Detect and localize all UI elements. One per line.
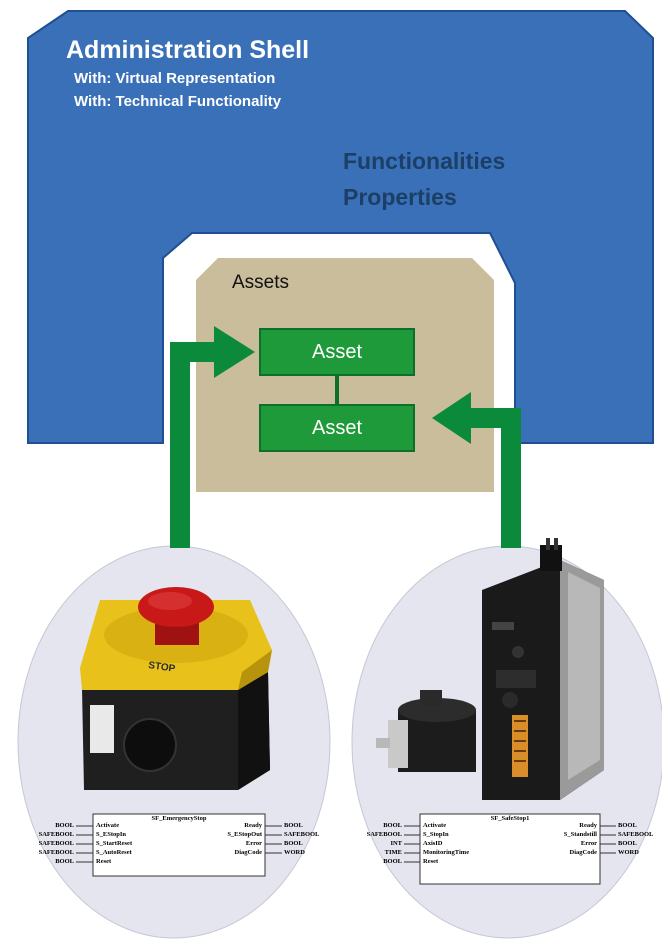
fb-right-in-type: BOOL <box>383 858 402 865</box>
fb-left-out-name: Error <box>245 840 262 847</box>
fb-right-in-name: Activate <box>423 822 447 829</box>
left-arrow <box>170 326 255 548</box>
fb-right-out-name: DiagCode <box>569 849 597 856</box>
fb-left-out-name: DiagCode <box>234 849 262 856</box>
fb-left-in-name: S_StartReset <box>96 840 133 847</box>
fb-right-in-name: AxisID <box>423 840 443 847</box>
fb-right-out-type: SAFEBOOL <box>618 831 654 838</box>
fb-right-out-name: Ready <box>579 822 597 829</box>
fb-left-in-name: S_EStopIn <box>96 831 126 838</box>
fb-left-in-name: Reset <box>96 858 112 865</box>
fb-left-out-type: SAFEBOOL <box>284 831 320 838</box>
right-arrow <box>432 392 521 548</box>
properties-label: Properties <box>343 184 457 210</box>
fb-left-in-type: BOOL <box>55 822 74 829</box>
function-block-left <box>76 813 282 877</box>
fb-right-in-type: SAFEBOOL <box>366 831 402 838</box>
stop-label: STOP <box>148 660 177 675</box>
fb-left-title: SF_EmergencyStop <box>151 815 207 822</box>
fb-left-out-type: WORD <box>284 849 305 856</box>
servo-drive-motor-icon <box>376 538 604 800</box>
fb-left-in-type: SAFEBOOL <box>38 849 74 856</box>
fb-right-in-name: Reset <box>423 858 439 865</box>
fb-right-out-name: S_Standstill <box>563 831 597 838</box>
fb-right-in-type: TIME <box>384 849 402 856</box>
administration-shell-shape <box>27 10 654 444</box>
fb-left-in-type: SAFEBOOL <box>38 831 74 838</box>
shell-subtitle-virtual: With: Virtual Representation <box>74 70 276 87</box>
fb-left-in-name: Activate <box>96 822 120 829</box>
fb-right-out-type: WORD <box>618 849 639 856</box>
shell-subtitle-technical: With: Technical Functionality <box>74 93 282 110</box>
asset-connector <box>335 376 339 404</box>
function-block-right <box>404 813 616 885</box>
functionalities-label: Functionalities <box>343 148 506 174</box>
asset-bottom-label: Asset <box>311 416 363 439</box>
fb-right-out-name: Error <box>580 840 597 847</box>
fb-right-out-type: BOOL <box>618 840 637 847</box>
assets-label: Assets <box>232 272 290 293</box>
shell-title: Administration Shell <box>66 36 310 64</box>
asset-box-top: Asset <box>259 328 415 376</box>
fb-left-in-name: S_AutoReset <box>96 849 132 856</box>
emergency-stop-button-icon <box>80 587 272 790</box>
fb-left-out-type: BOOL <box>284 840 303 847</box>
asset-box-bottom: Asset <box>259 404 415 452</box>
fb-right-in-name: MonitoringTime <box>423 849 470 856</box>
fb-left-in-type: SAFEBOOL <box>38 840 74 847</box>
fb-right-in-name: S_StopIn <box>423 831 449 838</box>
fb-left-out-type: BOOL <box>284 822 303 829</box>
fb-left-out-name: Ready <box>244 822 262 829</box>
fb-left-out-name: S_EStopOut <box>227 831 262 838</box>
fb-right-in-type: INT <box>390 840 402 847</box>
fb-right-out-type: BOOL <box>618 822 637 829</box>
asset-top-label: Asset <box>311 340 363 363</box>
fb-right-in-type: BOOL <box>383 822 402 829</box>
fb-left-in-type: BOOL <box>55 858 74 865</box>
fb-right-title: SF_SafeStop1 <box>490 815 530 822</box>
